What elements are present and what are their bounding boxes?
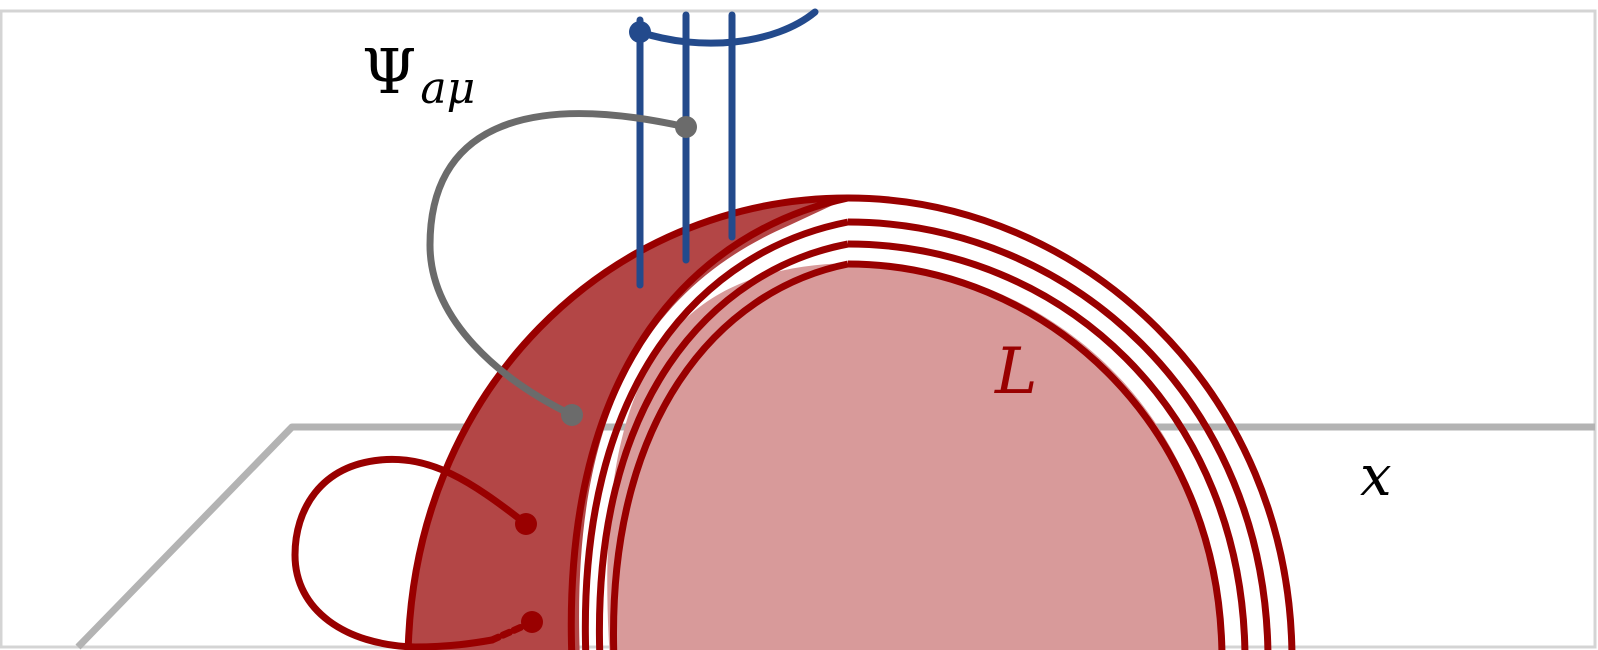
- shell-inner-1: [567, 194, 849, 650]
- gray-endpoint-top: [675, 116, 697, 138]
- red-loop-strand: [291, 455, 530, 650]
- red-endpoint-upper: [515, 513, 537, 535]
- red-endpoint-lower: [521, 611, 543, 633]
- blue-endpoint-dot: [629, 21, 651, 43]
- body-fill: [607, 262, 1222, 650]
- psi-main: Ψ: [362, 35, 416, 108]
- shell-outer-3: [847, 240, 1249, 650]
- face-outer-boundary: [404, 194, 849, 650]
- shell-inner-3: [595, 240, 849, 650]
- shell-outer-2: [847, 218, 1272, 650]
- nested-shells: [567, 194, 1296, 650]
- x-label: x: [1360, 444, 1392, 509]
- psi-subscript: aμ: [420, 63, 475, 114]
- left-face: [408, 198, 848, 650]
- shell-outer-1: [847, 194, 1296, 650]
- blue-strand-arc: [636, 8, 819, 47]
- shell-inner-4: [610, 260, 849, 650]
- plane-x-outline: [75, 423, 1595, 650]
- gray-strand: [426, 110, 690, 419]
- shell-outer-4: [847, 260, 1226, 650]
- l-label: L: [994, 335, 1038, 409]
- shell-inner-2: [581, 218, 849, 650]
- psi-label: Ψaμ: [362, 35, 475, 114]
- gray-endpoint-bottom: [561, 404, 583, 426]
